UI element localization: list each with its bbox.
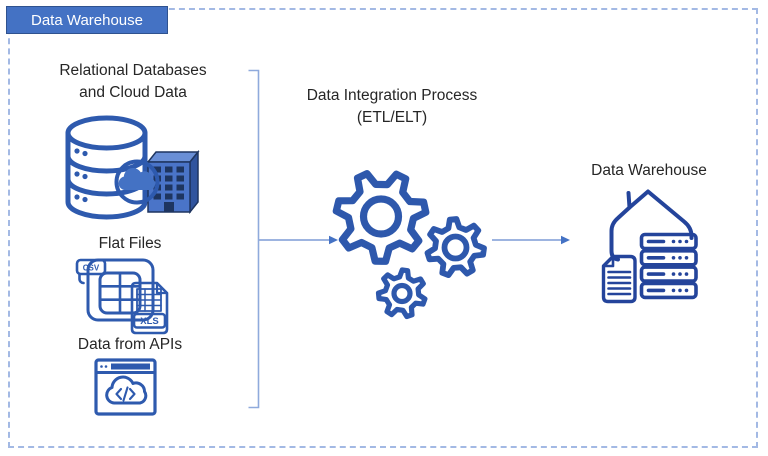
document-icon	[601, 254, 637, 304]
data-from-apis-label: Data from APIs	[77, 336, 183, 353]
cloud-icon	[118, 168, 156, 190]
relational-sources-label-line2: and Cloud Data	[79, 84, 187, 101]
csv-badge-text: CSV	[83, 264, 100, 273]
server-rack-icon	[639, 232, 698, 300]
integration-process-label-line1: Data Integration Process	[306, 87, 478, 104]
three-gears-icon	[332, 170, 487, 320]
gear-medium-icon	[424, 216, 487, 278]
relational-sources-label-line1: Relational Databases	[59, 62, 207, 79]
warehouse-server-rack-document-icon	[601, 189, 698, 304]
data-warehouse-label: Data Warehouse	[591, 162, 707, 179]
browser-window-icon	[94, 358, 157, 416]
database-dots	[74, 148, 88, 203]
diagram-title-text: Data Warehouse	[30, 11, 143, 29]
integration-process-label-line2: (ETL/ELT)	[356, 109, 428, 126]
xls-table	[136, 288, 162, 312]
gear-small-icon	[375, 267, 428, 320]
diagram-dashed-border	[8, 8, 758, 448]
database-cloud-building-icon	[65, 115, 200, 220]
xls-badge-text: XLS	[140, 316, 158, 327]
browser-address-bar	[111, 363, 150, 370]
gear-large-icon	[332, 170, 430, 265]
flat-files-label: Flat Files	[98, 235, 162, 252]
relational-sources-label: Relational Databases and Cloud Data	[33, 60, 233, 104]
csv-xls-files-icon: CSV XLS	[75, 258, 169, 335]
code-icon	[115, 386, 136, 402]
browser-cloud-code-icon	[94, 358, 157, 416]
diagram-title-badge: Data Warehouse	[6, 6, 168, 34]
xls-file-icon: XLS	[130, 281, 169, 335]
cloud-badge-icon	[114, 159, 160, 205]
cloud-code-icon	[105, 375, 148, 405]
integration-process-label: Data Integration Process (ETL/ELT)	[292, 85, 492, 129]
building-door	[164, 202, 174, 212]
